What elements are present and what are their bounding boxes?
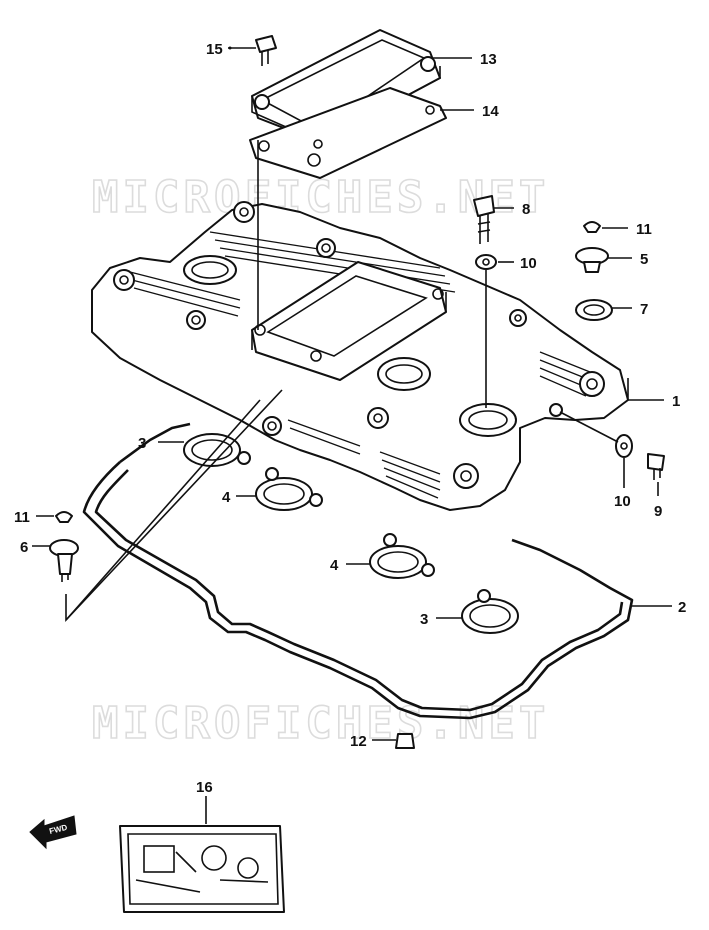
plug-hole-gasket-4-right [369, 533, 435, 579]
callout-1: 1 [672, 393, 680, 410]
plug-hole-seal-3-bottom [461, 589, 519, 634]
callout-11-top: 11 [636, 221, 652, 238]
washer-10-right [615, 434, 633, 458]
callout-15: 15 [206, 41, 223, 58]
breather-cover-gasket [249, 87, 447, 179]
callout-4-right: 4 [330, 557, 339, 574]
forward-arrow-icon: FWD [29, 815, 77, 850]
cap-11-left [55, 511, 73, 523]
bolt-8 [473, 195, 495, 244]
cap-11-top [583, 221, 601, 233]
cylinder-head-cover [91, 201, 629, 511]
plug-hole-gasket-4-left [255, 467, 323, 511]
watermark-top: MICROFICHES.NET [92, 172, 549, 223]
bolt-6 [49, 539, 79, 582]
washer-10-top [475, 254, 497, 270]
callout-11-left: 11 [14, 509, 30, 526]
callout-5: 5 [640, 251, 648, 268]
forward-arrow-text: FWD [48, 823, 68, 836]
bolt-15 [255, 35, 277, 66]
warning-label-16 [119, 825, 285, 913]
plug-hole-seal-3-top [183, 433, 251, 467]
callout-9: 9 [654, 503, 662, 520]
callouts: 15 13 14 8 11 10 5 7 1 3 10 9 4 [14, 41, 686, 824]
plug-5 [575, 247, 609, 273]
bolt-9 [647, 453, 665, 480]
callout-2: 2 [678, 599, 686, 616]
callout-8: 8 [522, 201, 530, 218]
callout-3-top: 3 [138, 435, 146, 452]
callout-13: 13 [480, 51, 497, 68]
callout-4-left: 4 [222, 489, 231, 506]
watermark-bottom: MICROFICHES.NET [92, 698, 549, 749]
callout-10-right: 10 [614, 493, 631, 510]
callout-3-bottom: 3 [420, 611, 428, 628]
plug-12 [395, 733, 415, 749]
callout-7: 7 [640, 301, 648, 318]
callout-12: 12 [350, 733, 367, 750]
callout-16: 16 [196, 779, 213, 796]
seal-7 [575, 299, 613, 321]
callout-6: 6 [20, 539, 28, 556]
callout-10-top: 10 [520, 255, 537, 272]
head-cover-gasket [82, 422, 634, 720]
callout-14: 14 [482, 103, 499, 120]
